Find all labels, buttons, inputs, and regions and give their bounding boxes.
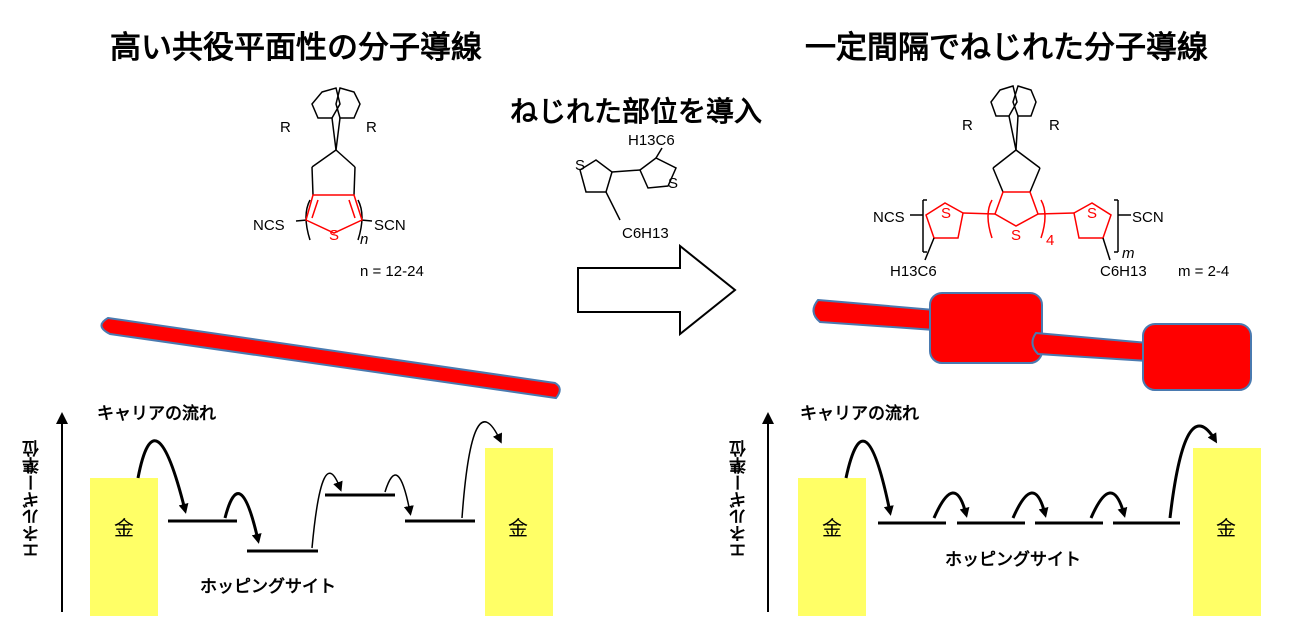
repeat-range: n = 12-24	[360, 263, 424, 280]
sulfur-label: S	[329, 227, 339, 244]
center-title: ねじれた部位を導入	[510, 95, 763, 128]
hopping-site-label-left: ホッピングサイト	[200, 577, 336, 597]
alkyl-right: C6H13	[1100, 263, 1147, 280]
alkyl-bottom: C6H13	[622, 225, 669, 242]
bithiophene-structure	[579, 147, 677, 221]
substituent-r-left: R	[280, 119, 291, 136]
gold-electrode-right	[485, 448, 553, 616]
gold-electrode-left-2	[798, 478, 866, 616]
gold-label-left: 金	[114, 516, 134, 540]
hopping-sites-left	[168, 493, 475, 553]
inner-repeat-index: 4	[1046, 232, 1054, 249]
carrier-flow-label-right: キャリアの流れ	[800, 404, 919, 424]
hopping-site-label-right: ホッピングサイト	[945, 550, 1081, 570]
gold-label-left-2: 金	[822, 516, 842, 540]
repeat-range-2: m = 2-4	[1178, 263, 1229, 280]
planar-wire-bar	[100, 316, 561, 400]
thiophene-s-2: S	[668, 175, 678, 192]
thiophene-s-1: S	[575, 157, 585, 174]
repeat-index: n	[360, 231, 368, 248]
end-group-right: SCN	[374, 217, 406, 234]
energy-axis-label-left: エネルギー準位	[23, 440, 43, 559]
alkyl-left: H13C6	[890, 263, 937, 280]
carrier-hops-right	[844, 424, 1218, 519]
right-title: 一定間隔でねじれた分子導線	[805, 30, 1208, 66]
outer-repeat-index: m	[1122, 245, 1135, 262]
left-title: 高い共役平面性の分子導線	[110, 30, 482, 66]
carrier-hops-left	[136, 421, 502, 549]
end-group-right-2: SCN	[1132, 209, 1164, 226]
substituent-r-left-2: R	[962, 117, 973, 134]
twisted-wire-bar	[812, 292, 1252, 391]
substituent-r-right: R	[366, 119, 377, 136]
gold-label-right-2: 金	[1216, 516, 1236, 540]
twisted-molecule-structure	[910, 85, 1131, 261]
end-group-left: NCS	[253, 217, 285, 234]
sulfur-label-b: S	[1011, 227, 1021, 244]
alkyl-top: H13C6	[628, 132, 675, 149]
carrier-flow-label-left: キャリアの流れ	[97, 404, 216, 424]
sulfur-label-a: S	[941, 205, 951, 222]
energy-axis-label-right: エネルギー準位	[730, 440, 750, 559]
gold-label-right: 金	[508, 516, 528, 540]
gold-electrode-left	[90, 478, 158, 616]
planar-molecule-structure	[295, 87, 373, 241]
sulfur-label-c: S	[1087, 205, 1097, 222]
transform-arrow	[577, 243, 737, 337]
gold-electrode-right-2	[1193, 448, 1261, 616]
end-group-left-2: NCS	[873, 209, 905, 226]
substituent-r-right-2: R	[1049, 117, 1060, 134]
